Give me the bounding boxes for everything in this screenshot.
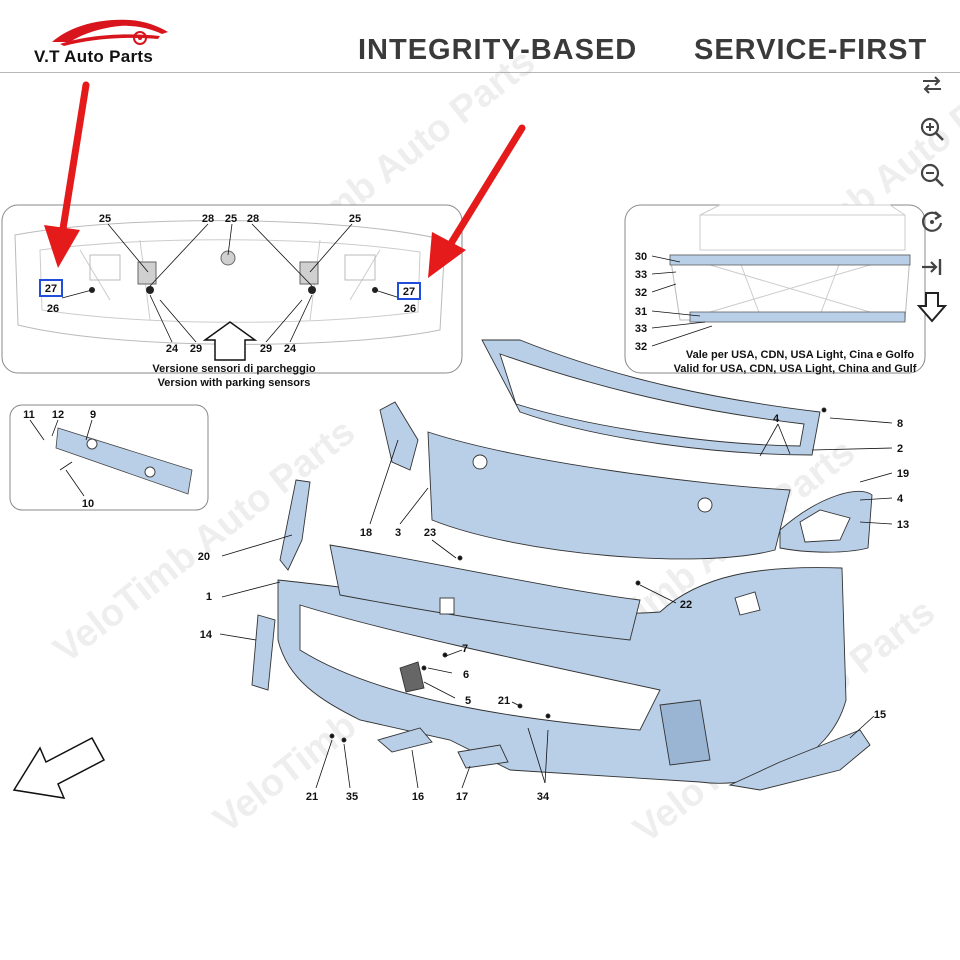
callout-14: 14 [200, 629, 213, 641]
callout-4: 4 [897, 493, 904, 505]
callout-16: 16 [412, 791, 424, 803]
callout-2: 2 [897, 443, 903, 455]
rotate-icon[interactable] [912, 202, 952, 240]
callout-18: 18 [360, 527, 372, 539]
callout-7: 7 [462, 643, 468, 655]
callout-1: 1 [206, 591, 212, 603]
fit-to-end-icon[interactable] [912, 248, 952, 286]
callout-23: 23 [424, 527, 436, 539]
brand-logo [52, 19, 168, 46]
inset-usa-version: 30 33 32 31 33 32 Vale per USA, CDN, USA… [624, 204, 926, 375]
callout-29: 29 [260, 343, 272, 355]
callout-13: 13 [897, 519, 909, 531]
callout-9: 9 [90, 409, 96, 421]
callout-33: 33 [635, 323, 647, 335]
callout-5: 5 [465, 695, 471, 707]
caption-italian: Vale per USA, CDN, USA Light, Cina e Gol… [686, 349, 914, 361]
slogan-right: SERVICE-FIRST [694, 34, 928, 66]
callout-27-highlight: 27 [45, 283, 57, 295]
direction-arrow [12, 736, 106, 799]
inset-plate-support: 11 12 9 10 [9, 404, 209, 511]
callout-15: 15 [874, 709, 886, 721]
zoom-in-icon[interactable] [912, 110, 952, 148]
caption-english: Valid for USA, CDN, USA Light, China and… [674, 363, 917, 375]
callout-26: 26 [47, 303, 59, 315]
red-arrow-left [44, 81, 90, 268]
callout-25: 25 [225, 213, 237, 225]
header-divider [0, 72, 960, 73]
page-header: V.T Auto Parts INTEGRITY-BASED SERVICE-F… [0, 0, 960, 72]
caption-english: Version with parking sensors [158, 377, 311, 389]
callout-29: 29 [190, 343, 202, 355]
callout-28: 28 [247, 213, 259, 225]
callout-24: 24 [166, 343, 179, 355]
callout-12: 12 [52, 409, 64, 421]
callout-25: 25 [349, 213, 361, 225]
callout-3: 3 [395, 527, 401, 539]
callout-21: 21 [306, 791, 318, 803]
callout-26: 26 [404, 303, 416, 315]
callout-35: 35 [346, 791, 358, 803]
callout-10: 10 [82, 498, 94, 510]
caption-italian: Versione sensori di parcheggio [152, 363, 315, 375]
red-arrow-right [428, 124, 526, 278]
callout-20: 20 [198, 551, 210, 563]
slogan-left: INTEGRITY-BASED [358, 34, 638, 66]
callout-11: 11 [23, 409, 35, 421]
callout-19: 19 [897, 468, 909, 480]
swap-arrows-icon[interactable] [912, 66, 952, 104]
inset-parking-sensors: 25 28 25 28 25 27 26 27 26 24 29 29 24 V… [1, 204, 463, 389]
callout-28: 28 [202, 213, 214, 225]
callout-21: 21 [498, 695, 510, 707]
brand-name: V.T Auto Parts [34, 47, 154, 66]
callout-25: 25 [99, 213, 111, 225]
callout-30: 30 [635, 251, 647, 263]
callout-32: 32 [635, 287, 647, 299]
callout-33: 33 [635, 269, 647, 281]
zoom-out-icon[interactable] [912, 156, 952, 194]
callout-4: 4 [773, 413, 780, 425]
callout-34: 34 [537, 791, 550, 803]
main-exploded-view [251, 339, 873, 791]
callout-17: 17 [456, 791, 468, 803]
callout-27-highlight: 27 [403, 286, 415, 298]
scroll-down-icon[interactable] [912, 288, 952, 326]
callout-32: 32 [635, 341, 647, 353]
callout-22: 22 [680, 599, 692, 611]
callout-6: 6 [463, 669, 469, 681]
callout-8: 8 [897, 418, 903, 430]
callout-31: 31 [635, 306, 647, 318]
callout-24: 24 [284, 343, 297, 355]
